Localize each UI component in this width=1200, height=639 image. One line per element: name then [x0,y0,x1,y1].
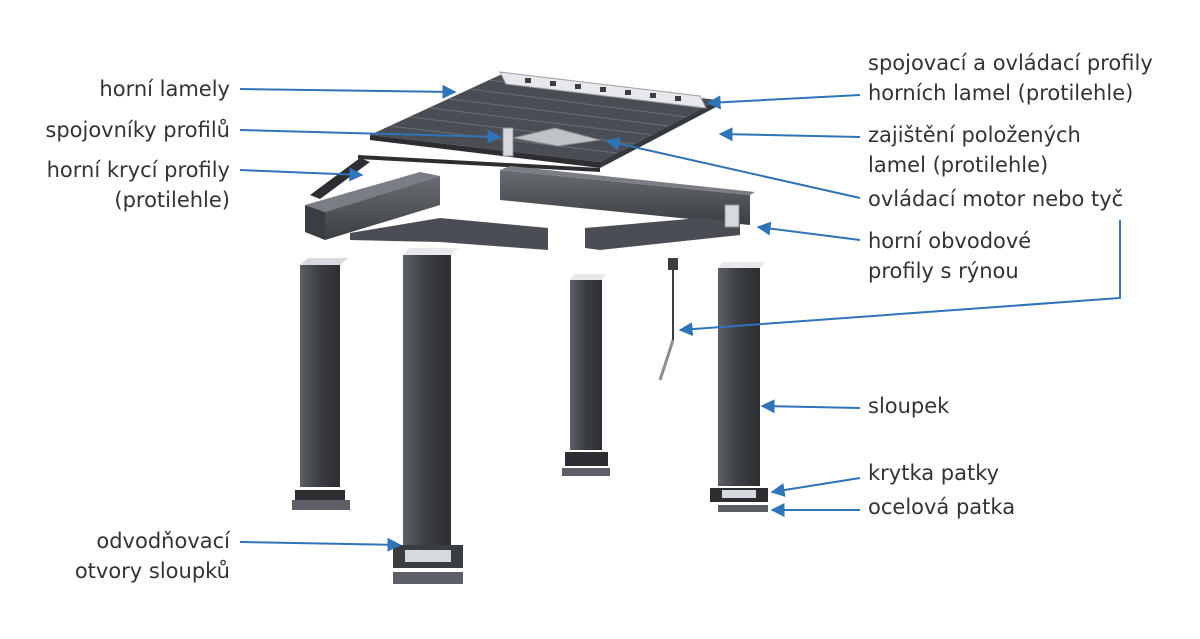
leader-obvodove-rod [678,220,1121,337]
label-spojovaci-profily: spojovací a ovládací profily horních lam… [868,51,1153,105]
leader-krytka [770,477,861,497]
motor-crank-rod [658,258,678,381]
label-ovladaci-motor: ovládací motor nebo tyč [868,187,1124,211]
leader-spojovniky [239,129,502,144]
label-spojovniky-profilu: spojovníky profilů [45,118,230,142]
leader-lines [239,84,1121,552]
leader-obvodove [756,221,861,241]
leader-spojovaci-profily [706,94,861,110]
posts [292,248,768,584]
leader-sloupek [760,399,861,414]
label-zajisteni-lamel: zajištění položených lamel (protilehle) [868,123,1081,177]
label-horni-lamely: horní lamely [99,77,230,101]
label-horni-obvodove-profily: horní obvodové profily s rýnou [868,229,1032,283]
leader-horni-lamely [239,84,457,99]
leader-zajisteni [718,127,861,142]
label-odvodnovaci-otvory: odvodňovací otvory sloupků [74,529,230,583]
leader-odvodnovaci [239,537,402,552]
label-ocelova-patka: ocelová patka [868,495,1016,519]
label-sloupek: sloupek [868,394,950,418]
leader-kryci-profily [239,167,364,182]
perimeter-profiles [305,166,755,250]
leader-motor [605,136,861,199]
label-krytka-patky: krytka patky [868,461,1000,485]
top-louvres [370,71,718,168]
label-horni-kryci-profily: horní krycí profily (protilehle) [46,158,230,212]
